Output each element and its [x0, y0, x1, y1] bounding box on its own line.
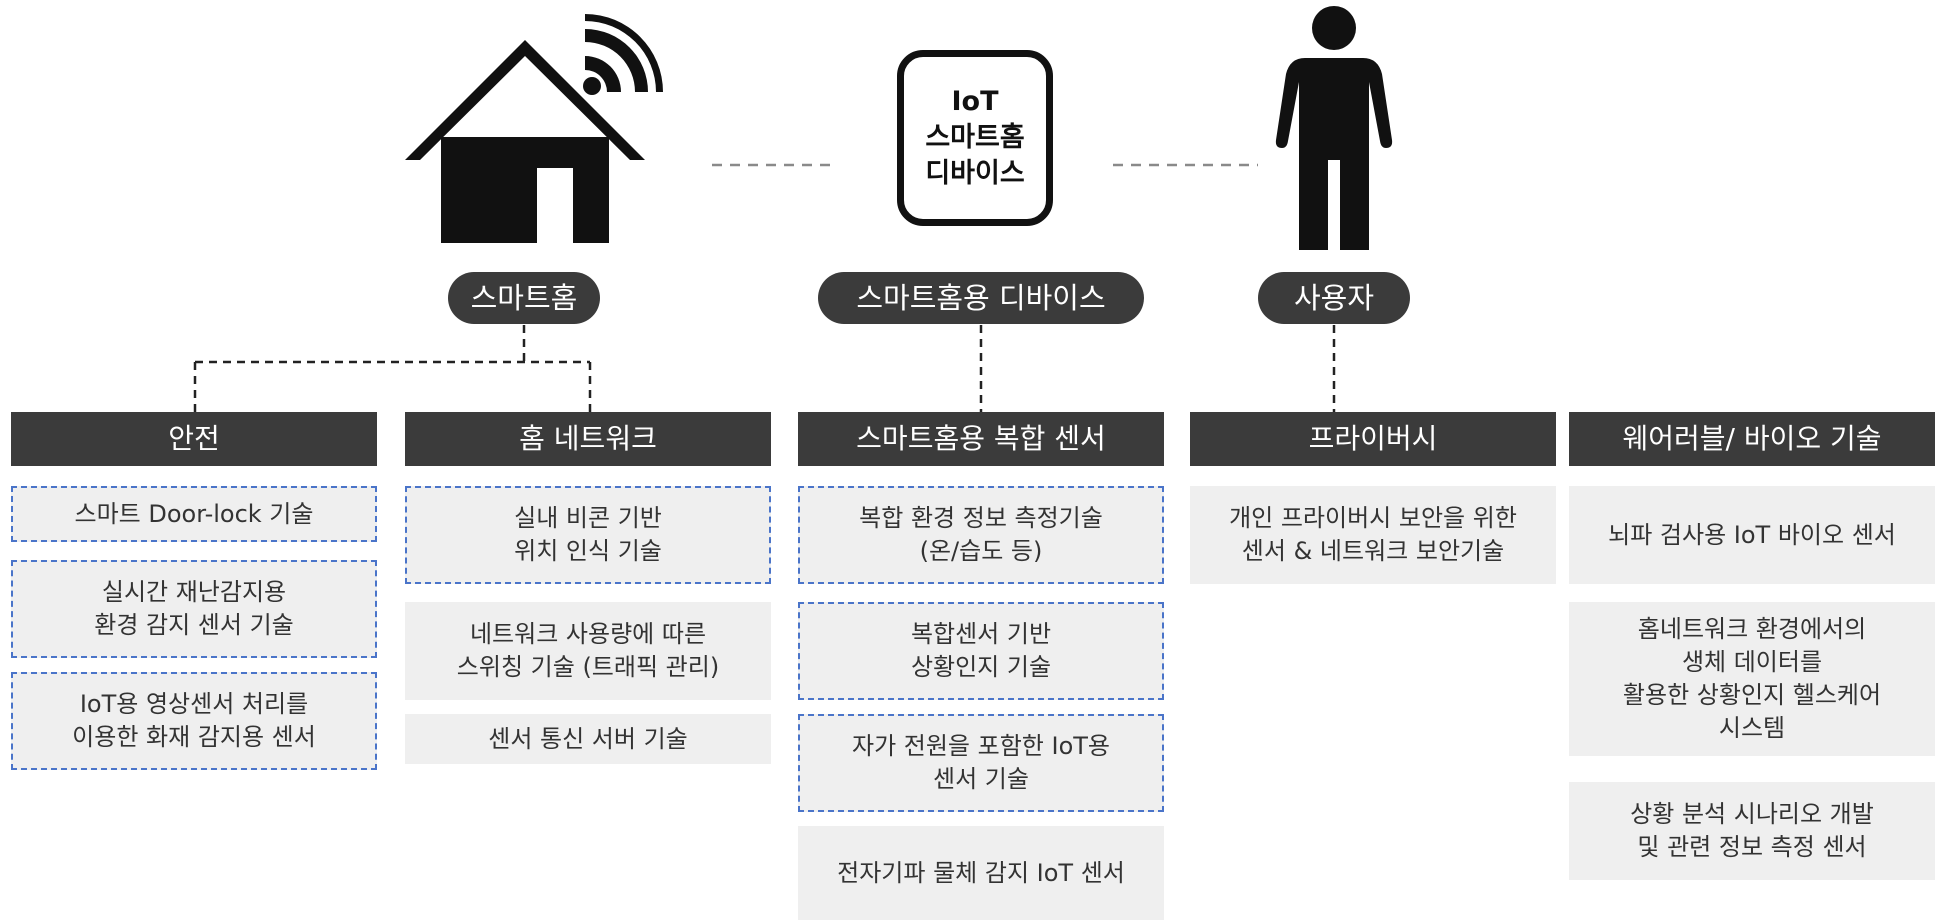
item-text: 센서 통신 서버 기술	[488, 724, 688, 753]
list-item: 자가 전원을 포함한 IoT용 센서 기술	[798, 714, 1164, 812]
column-complex-sensor: 스마트홈용 복합 센서 복합 환경 정보 측정기술 (온/습도 등) 복합센서 …	[798, 412, 1164, 920]
column-header: 스마트홈용 복합 센서	[798, 412, 1164, 466]
item-text: 생체 데이터를	[1681, 648, 1823, 676]
item-text: 상황 분석 시나리오 개발	[1630, 800, 1874, 828]
house-wifi-icon	[405, 14, 663, 243]
column-wearable-bio: 웨어러블/ 바이오 기술 뇌파 검사용 IoT 바이오 센서 홈네트워크 환경에…	[1569, 412, 1935, 880]
item-text: 스위칭 기술 (트래픽 관리)	[456, 653, 720, 681]
list-item: 전자기파 물체 감지 IoT 센서	[798, 826, 1164, 920]
item-text: 스마트 Door-lock 기술	[74, 499, 314, 528]
device-box-line: 디바이스	[925, 158, 1025, 189]
item-text: IoT용 영상센서 처리를	[79, 690, 309, 718]
person-icon	[1275, 6, 1393, 250]
tree-connectors	[193, 325, 1336, 412]
item-text: 상황인지 기술	[910, 653, 1052, 681]
item-text: 복합센서 기반	[910, 620, 1052, 648]
column-header: 안전	[11, 412, 377, 466]
item-text: 활용한 상황인지 헬스케어	[1622, 681, 1882, 709]
list-item: 개인 프라이버시 보안을 위한 센서 & 네트워크 보안기술	[1190, 486, 1556, 584]
item-text: 센서 기술	[933, 765, 1029, 793]
list-item: IoT용 영상센서 처리를 이용한 화재 감지용 센서	[11, 672, 377, 770]
node-label-home: 스마트홈	[448, 272, 600, 324]
node-label-device: 스마트홈용 디바이스	[818, 272, 1144, 324]
item-text: 실내 비콘 기반	[514, 504, 662, 532]
item-text: 전자기파 물체 감지 IoT 센서	[837, 858, 1125, 887]
item-text: 복합 환경 정보 측정기술	[859, 504, 1103, 532]
item-text: 개인 프라이버시 보안을 위한	[1229, 504, 1517, 532]
device-box-line: 스마트홈	[925, 122, 1025, 153]
list-item: 복합 환경 정보 측정기술 (온/습도 등)	[798, 486, 1164, 584]
column-header: 웨어러블/ 바이오 기술	[1569, 412, 1935, 466]
column-header: 홈 네트워크	[405, 412, 771, 466]
list-item: 센서 통신 서버 기술	[405, 714, 771, 764]
item-text: 위치 인식 기술	[514, 537, 662, 565]
item-text: 뇌파 검사용 IoT 바이오 센서	[1608, 520, 1896, 549]
column-safety: 안전 스마트 Door-lock 기술 실시간 재난감지용 환경 감지 센서 기…	[11, 412, 377, 770]
item-text: 네트워크 사용량에 따른	[469, 620, 707, 648]
item-text: 센서 & 네트워크 보안기술	[1241, 537, 1505, 565]
device-box-line: IoT	[951, 86, 999, 117]
list-item: 실내 비콘 기반 위치 인식 기술	[405, 486, 771, 584]
list-item: 뇌파 검사용 IoT 바이오 센서	[1569, 486, 1935, 584]
list-item: 실시간 재난감지용 환경 감지 센서 기술	[11, 560, 377, 658]
item-text: (온/습도 등)	[919, 537, 1043, 565]
node-label-user: 사용자	[1258, 272, 1410, 324]
item-text: 이용한 화재 감지용 센서	[72, 723, 316, 751]
list-item: 홈네트워크 환경에서의 생체 데이터를 활용한 상황인지 헬스케어 시스템	[1569, 602, 1935, 756]
list-item: 복합센서 기반 상황인지 기술	[798, 602, 1164, 700]
column-home-network: 홈 네트워크 실내 비콘 기반 위치 인식 기술 네트워크 사용량에 따른 스위…	[405, 412, 771, 764]
item-text: 환경 감지 센서 기술	[94, 611, 294, 639]
item-text: 홈네트워크 환경에서의	[1637, 615, 1867, 643]
column-header: 프라이버시	[1190, 412, 1556, 466]
iot-device-box: IoT 스마트홈 디바이스	[897, 50, 1053, 226]
list-item: 스마트 Door-lock 기술	[11, 486, 377, 542]
item-text: 및 관련 정보 측정 센서	[1637, 833, 1867, 861]
list-item: 상황 분석 시나리오 개발 및 관련 정보 측정 센서	[1569, 782, 1935, 880]
list-item: 네트워크 사용량에 따른 스위칭 기술 (트래픽 관리)	[405, 602, 771, 700]
item-text: 실시간 재난감지용	[101, 578, 287, 606]
item-text: 시스템	[1718, 714, 1786, 742]
column-privacy: 프라이버시 개인 프라이버시 보안을 위한 센서 & 네트워크 보안기술	[1190, 412, 1556, 584]
item-text: 자가 전원을 포함한 IoT용	[851, 732, 1111, 760]
